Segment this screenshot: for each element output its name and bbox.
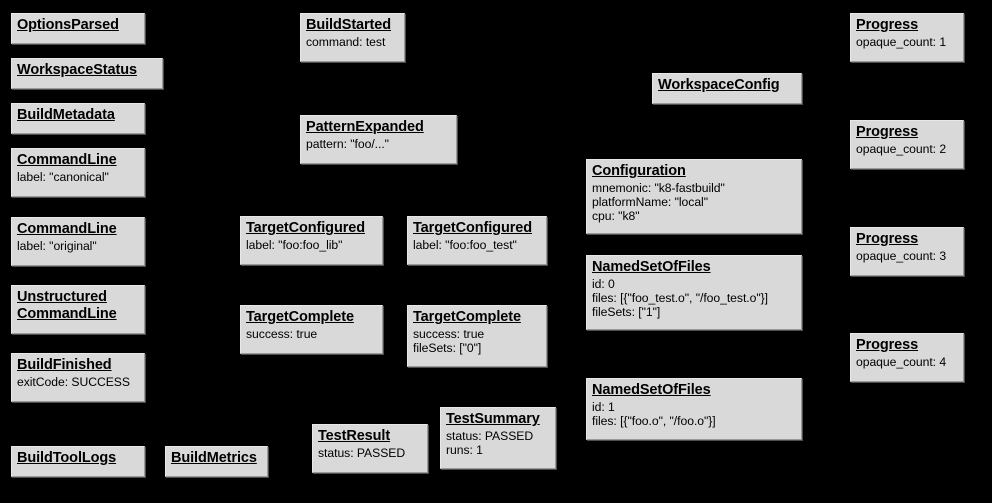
node-unstructured-command-line[interactable]: Unstructured CommandLine bbox=[11, 285, 145, 334]
node-field: status: PASSED bbox=[446, 428, 534, 443]
node-fields: exitCode: SUCCESS bbox=[17, 375, 139, 389]
node-field: success: true bbox=[246, 326, 318, 341]
node-field: label: "original" bbox=[17, 238, 97, 253]
node-title: Progress bbox=[856, 124, 919, 140]
node-title: BuildMetadata bbox=[17, 107, 115, 123]
node-title: WorkspaceStatus bbox=[17, 62, 137, 78]
node-fields: label: "foo:foo_test" bbox=[413, 238, 541, 252]
node-title: OptionsParsed bbox=[17, 17, 119, 33]
node-title: BuildFinished bbox=[17, 357, 112, 373]
node-fields: opaque_count: 3 bbox=[856, 249, 958, 263]
node-fields: label: "foo:foo_lib" bbox=[246, 238, 377, 252]
node-title: CommandLine bbox=[17, 221, 117, 237]
node-title: TargetConfigured bbox=[246, 220, 365, 236]
node-field: opaque_count: 2 bbox=[856, 141, 947, 156]
node-field: mnemonic: "k8-fastbuild" bbox=[592, 180, 725, 195]
node-title: Progress bbox=[856, 337, 919, 353]
node-field: command: test bbox=[306, 34, 386, 49]
node-field: status: PASSED bbox=[318, 445, 406, 460]
node-fields: mnemonic: "k8-fastbuild"platformName: "l… bbox=[592, 181, 796, 223]
node-title: TargetConfigured bbox=[413, 220, 532, 236]
node-title: BuildMetrics bbox=[171, 450, 257, 466]
node-build-tool-logs[interactable]: BuildToolLogs bbox=[11, 446, 145, 477]
node-fields: pattern: "foo/..." bbox=[306, 137, 451, 151]
node-fields: status: PASSED bbox=[318, 446, 422, 460]
node-field: runs: 1 bbox=[446, 442, 483, 457]
node-title: CommandLine bbox=[17, 152, 117, 168]
node-field: label: "foo:foo_lib" bbox=[246, 237, 343, 252]
node-title: Unstructured CommandLine bbox=[17, 289, 117, 322]
node-field: opaque_count: 4 bbox=[856, 354, 947, 369]
node-field: cpu: "k8" bbox=[592, 209, 640, 224]
node-workspace-status[interactable]: WorkspaceStatus bbox=[11, 58, 163, 89]
node-fields: opaque_count: 4 bbox=[856, 355, 958, 369]
node-field: opaque_count: 1 bbox=[856, 34, 947, 49]
node-fields: opaque_count: 2 bbox=[856, 142, 958, 156]
node-field: id: 1 bbox=[592, 399, 615, 414]
node-fields: command: test bbox=[306, 35, 399, 49]
node-field: files: [{"foo.o", "/foo.o"}] bbox=[592, 413, 716, 428]
node-field: label: "canonical" bbox=[17, 169, 109, 184]
node-field: id: 0 bbox=[592, 276, 615, 291]
node-title: BuildStarted bbox=[306, 17, 392, 33]
node-field: fileSets: ["0"] bbox=[413, 340, 482, 355]
node-title: NamedSetOfFiles bbox=[592, 259, 711, 275]
node-field: files: [{"foo_test.o", "/foo_test.o"}] bbox=[592, 290, 768, 305]
node-field: exitCode: SUCCESS bbox=[17, 374, 130, 389]
node-field: pattern: "foo/..." bbox=[306, 136, 389, 151]
node-options-parsed[interactable]: OptionsParsed bbox=[11, 13, 145, 44]
node-fields: success: true bbox=[246, 327, 377, 341]
node-title: TestResult bbox=[318, 428, 391, 444]
node-title: NamedSetOfFiles bbox=[592, 382, 711, 398]
node-title: Progress bbox=[856, 17, 919, 33]
node-field: platformName: "local" bbox=[592, 194, 708, 209]
node-title: WorkspaceConfig bbox=[658, 77, 780, 93]
node-field: success: true bbox=[413, 326, 485, 341]
node-title: BuildToolLogs bbox=[17, 450, 117, 466]
node-workspace-config[interactable]: WorkspaceConfig bbox=[652, 73, 802, 104]
node-field: fileSets: ["1"] bbox=[592, 305, 661, 320]
node-build-metadata[interactable]: BuildMetadata bbox=[11, 103, 145, 134]
node-fields: opaque_count: 1 bbox=[856, 35, 958, 49]
node-title: TestSummary bbox=[446, 411, 540, 427]
node-title: Configuration bbox=[592, 163, 686, 179]
node-title: Progress bbox=[856, 231, 919, 247]
node-build-metrics[interactable]: BuildMetrics bbox=[165, 446, 268, 477]
node-fields: label: "original" bbox=[17, 239, 139, 253]
node-title: PatternExpanded bbox=[306, 119, 424, 135]
node-fields: label: "canonical" bbox=[17, 170, 139, 184]
node-title: TargetComplete bbox=[413, 309, 521, 325]
node-title: TargetComplete bbox=[246, 309, 354, 325]
node-field: label: "foo:foo_test" bbox=[413, 237, 517, 252]
node-field: opaque_count: 3 bbox=[856, 248, 947, 263]
